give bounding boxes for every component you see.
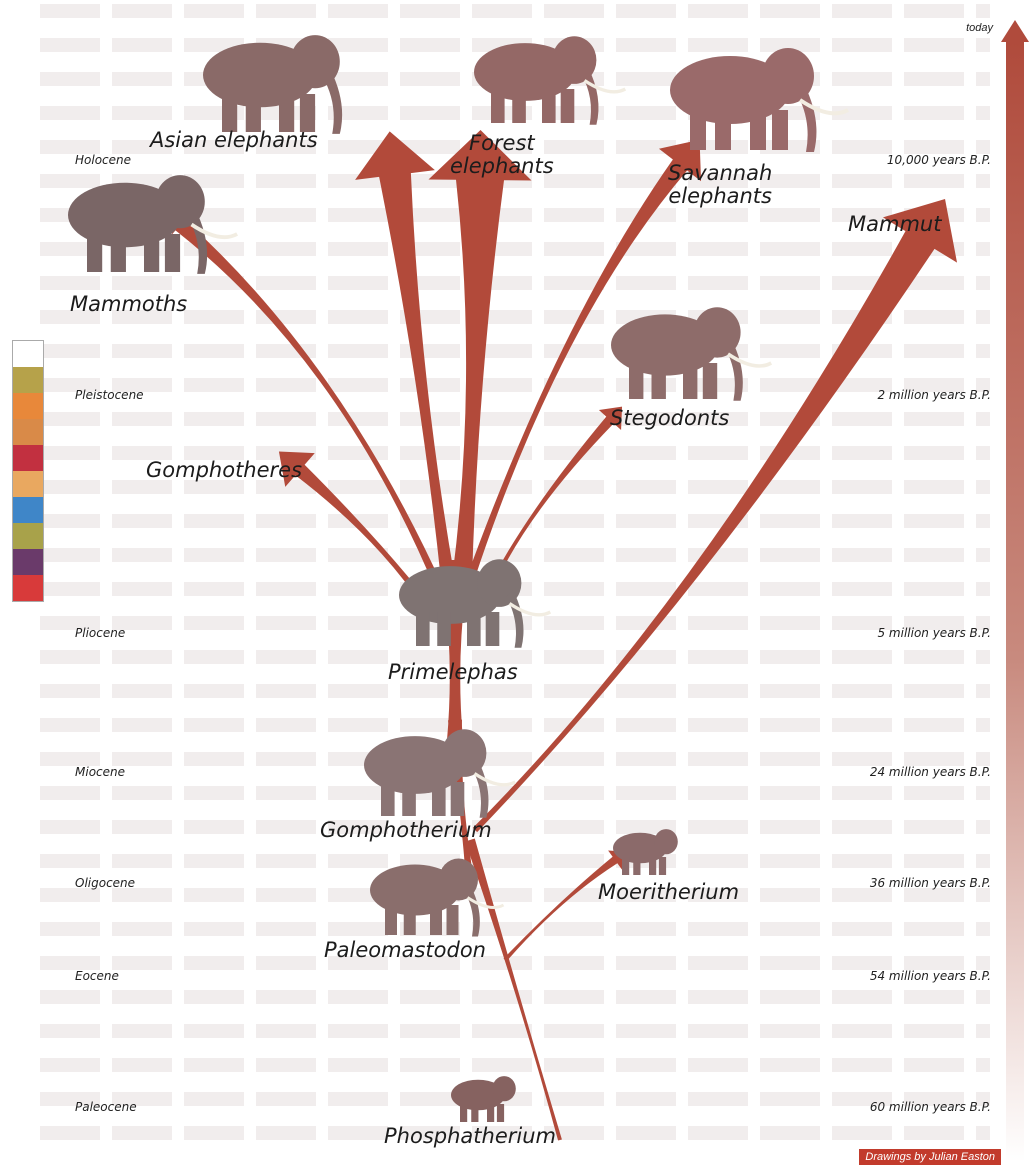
epoch-pleistocene: Pleistocene (75, 388, 144, 402)
legend-swatch (13, 575, 43, 601)
epoch-oligocene: Oligocene (75, 876, 135, 890)
label-moeritherium: Moeritherium (598, 880, 739, 904)
drawings-credit: Drawings by Julian Easton (859, 1149, 1001, 1165)
label-mammut: Mammut (848, 212, 941, 236)
legend-swatch (13, 445, 43, 471)
color-legend (12, 340, 44, 602)
gomphotherium-image (364, 729, 515, 817)
legend-swatch (13, 497, 43, 523)
label-mammoths: Mammoths (70, 292, 187, 316)
branch-to-mammut (473, 199, 957, 832)
epoch-pliocene: Pliocene (75, 626, 125, 640)
label-gomphotherium: Gomphotherium (320, 818, 492, 842)
label-paleomastodon: Paleomastodon (324, 938, 486, 962)
epoch-paleocene: Paleocene (75, 1100, 137, 1114)
today-label: today (966, 22, 993, 34)
label-asian-elephants: Asian elephants (150, 128, 318, 152)
label-savannah-elephants: Savannah elephants (668, 162, 772, 208)
legend-swatch (13, 549, 43, 575)
label-forest-elephants: Forest elephants (450, 132, 554, 178)
legend-swatch (13, 419, 43, 445)
age-paleocene: 60 million years B.P. (870, 1100, 991, 1114)
legend-swatch (13, 393, 43, 419)
legend-swatch (13, 367, 43, 393)
age-miocene: 24 million years B.P. (870, 765, 991, 779)
legend-swatch (13, 471, 43, 497)
legend-swatch (13, 341, 43, 367)
epoch-miocene: Miocene (75, 765, 125, 779)
stegodont-image (611, 307, 771, 401)
forest-elephant-image (474, 36, 625, 124)
epoch-holocene: Holocene (75, 153, 131, 167)
label-phosphatherium: Phosphatherium (384, 1124, 556, 1148)
age-holocene: 10,000 years B.P. (887, 153, 991, 167)
asian-elephant-image (203, 35, 342, 134)
savannah-elephant-image (670, 48, 848, 152)
age-pleistocene: 2 million years B.P. (877, 388, 991, 402)
primelephas-image (399, 559, 550, 647)
time-gradient-bar (1006, 42, 1024, 1162)
age-oligocene: 36 million years B.P. (870, 876, 991, 890)
age-eocene: 54 million years B.P. (870, 969, 991, 983)
label-gomphotheres: Gomphotheres (146, 458, 302, 482)
label-primelephas: Primelephas (388, 660, 518, 684)
branch-to-moeritherium (504, 851, 627, 962)
age-pliocene: 5 million years B.P. (877, 626, 991, 640)
moeritherium-image (613, 829, 678, 875)
epoch-eocene: Eocene (75, 969, 119, 983)
legend-swatch (13, 523, 43, 549)
time-arrow-icon (1001, 20, 1029, 42)
phosphatherium-image (451, 1076, 516, 1122)
label-stegodonts: Stegodonts (610, 406, 729, 430)
